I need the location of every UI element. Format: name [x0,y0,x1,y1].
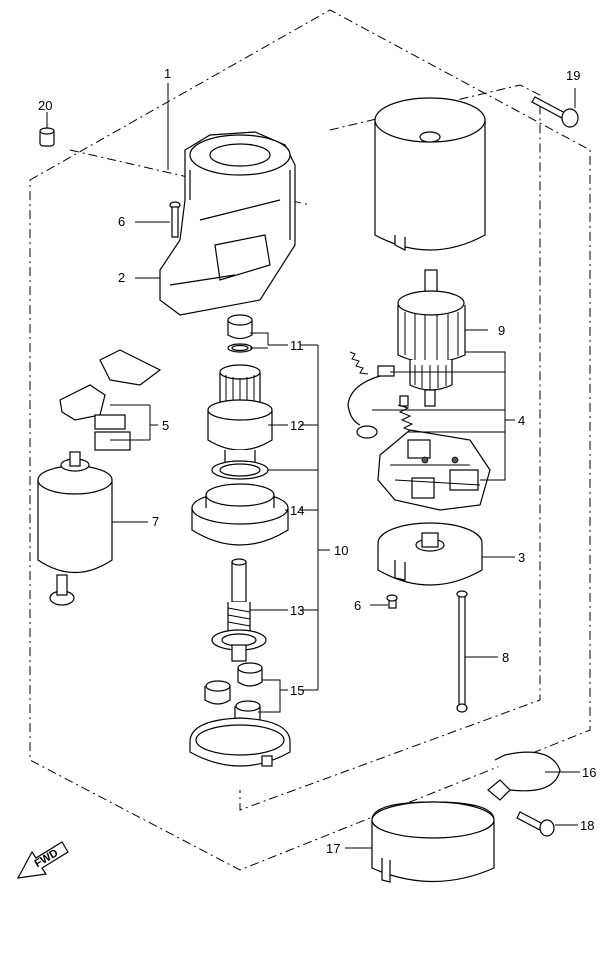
label-19: 19 [566,68,580,83]
label-9: 9 [498,323,505,338]
label-12: 12 [290,418,304,433]
armature-part-9[interactable] [397,269,466,407]
screw-part-6-upper[interactable] [169,201,181,238]
label-3: 3 [518,550,525,565]
label-4: 4 [518,413,525,428]
label-8: 8 [502,650,509,665]
fwd-arrow-icon: FWD [16,841,69,879]
bolt-part-18[interactable] [516,811,555,837]
label-14: 14 [290,503,304,518]
screw-part-6-lower[interactable] [386,594,398,609]
cap-part-20[interactable] [39,127,55,147]
solenoid-part-7[interactable] [37,451,113,606]
cover-part-17[interactable] [371,801,495,883]
label-17: 17 [326,841,340,856]
label-13: 13 [290,603,304,618]
label-15: 15 [290,683,304,698]
leader-lines [46,83,580,849]
yoke-part-9-cylinder[interactable] [374,97,486,251]
ring-part-11-upper[interactable] [227,314,253,353]
housing-part-2[interactable] [159,131,296,316]
label-18: 18 [580,818,594,833]
part-number-labels: 1 20 6 2 19 9 11 12 4 5 14 7 10 3 6 13 8… [38,66,596,856]
brush-holder-part-4-plate[interactable] [377,429,491,511]
internal-gear-ring[interactable] [189,717,291,767]
label-10: 10 [334,543,348,558]
bolt-part-19[interactable] [531,96,579,128]
label-2: 2 [118,270,125,285]
brush-spring-part-4[interactable] [347,351,416,439]
label-11: 11 [290,338,304,353]
pinion-part-12[interactable] [207,364,273,470]
lever-part-5[interactable] [59,349,162,451]
fwd-label: FWD [33,847,61,870]
clutch-part-14[interactable] [191,483,289,546]
through-bolt-part-8[interactable] [456,590,468,713]
label-6-upper: 6 [118,214,125,229]
label-1: 1 [164,66,171,81]
label-16: 16 [582,765,596,780]
label-7: 7 [152,514,159,529]
planet-gears-part-15[interactable] [204,662,263,725]
clamp-part-16[interactable] [487,751,561,801]
assembly-outline-1 [29,9,591,871]
label-20: 20 [38,98,52,113]
ring-part-14-upper[interactable] [211,460,269,480]
label-6-lower: 6 [354,598,361,613]
label-5: 5 [162,418,169,433]
shaft-part-13[interactable] [211,558,267,662]
end-cover-part-3[interactable] [377,522,483,586]
